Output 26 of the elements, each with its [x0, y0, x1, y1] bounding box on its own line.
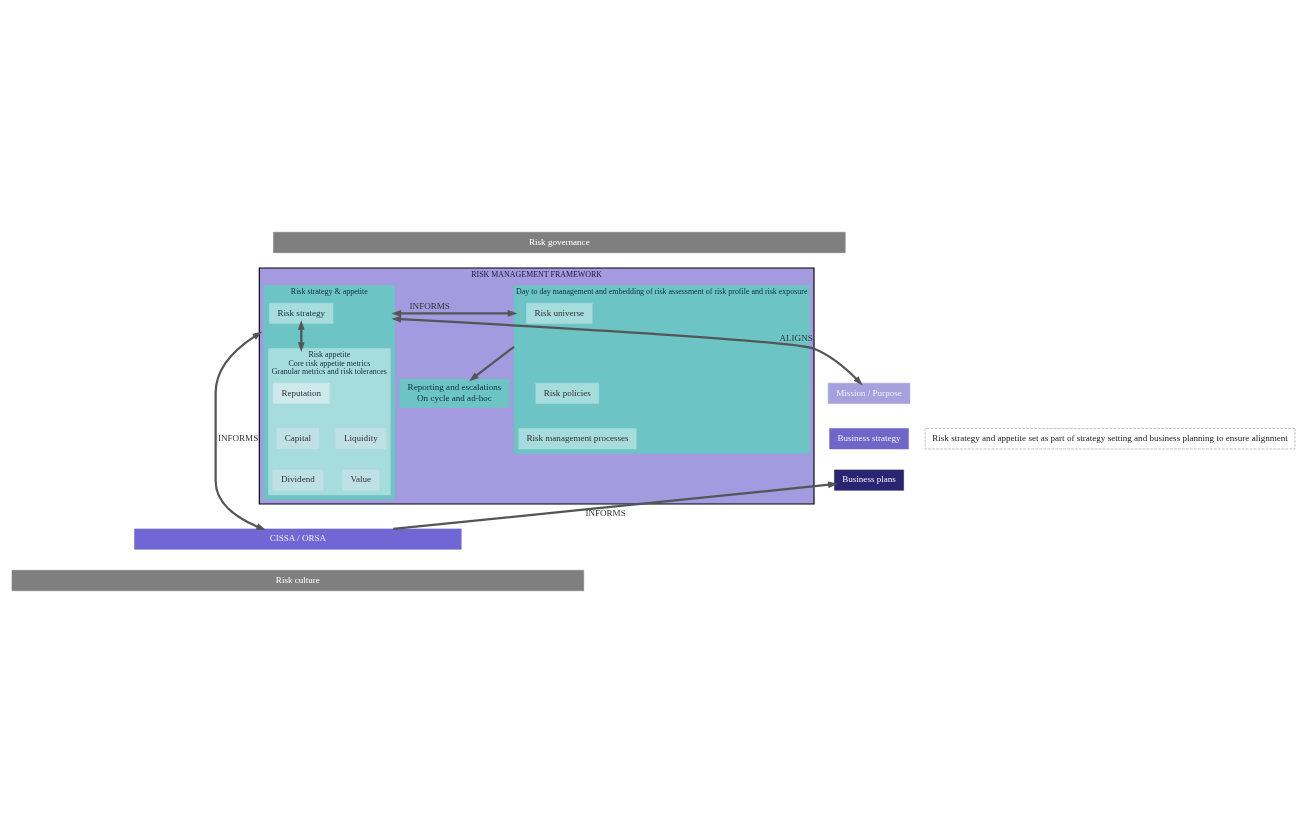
node-box: Risk universe [526, 302, 593, 324]
node-box: Risk strategy and appetite set as part of strategy setting and business planning to ensure alignment [924, 428, 1296, 450]
arrow [391, 310, 518, 317]
arrow [214, 331, 266, 531]
edge-label: INFORMS [217, 432, 259, 443]
node-box: Risk culture [11, 570, 585, 591]
node-box: Liquidity [335, 428, 387, 450]
edge-label: INFORMS [585, 507, 626, 518]
arrow [393, 481, 838, 530]
node-box: Risk management processes [518, 428, 637, 450]
node-box: Reputation [272, 382, 330, 404]
edge-label: ALIGNS [779, 333, 813, 344]
node-box: Risk policies [535, 382, 600, 404]
node-box: Capital [276, 428, 320, 450]
node-box: Risk strategy [269, 302, 334, 324]
node-box: Business plans [834, 469, 904, 491]
node-box: Dividend [272, 469, 324, 491]
edge-label: INFORMS [409, 300, 450, 311]
arrow [469, 345, 515, 382]
node-box: Risk governance [273, 232, 846, 253]
node-box: Mission / Purpose [827, 382, 911, 404]
node-box: CISSA / ORSA [134, 528, 462, 550]
node-box: Value [342, 469, 380, 491]
arrow [391, 315, 863, 386]
node-box: Business strategy [829, 428, 909, 450]
node-box: Reporting and escalations On cycle and ad-hoc [399, 378, 510, 408]
